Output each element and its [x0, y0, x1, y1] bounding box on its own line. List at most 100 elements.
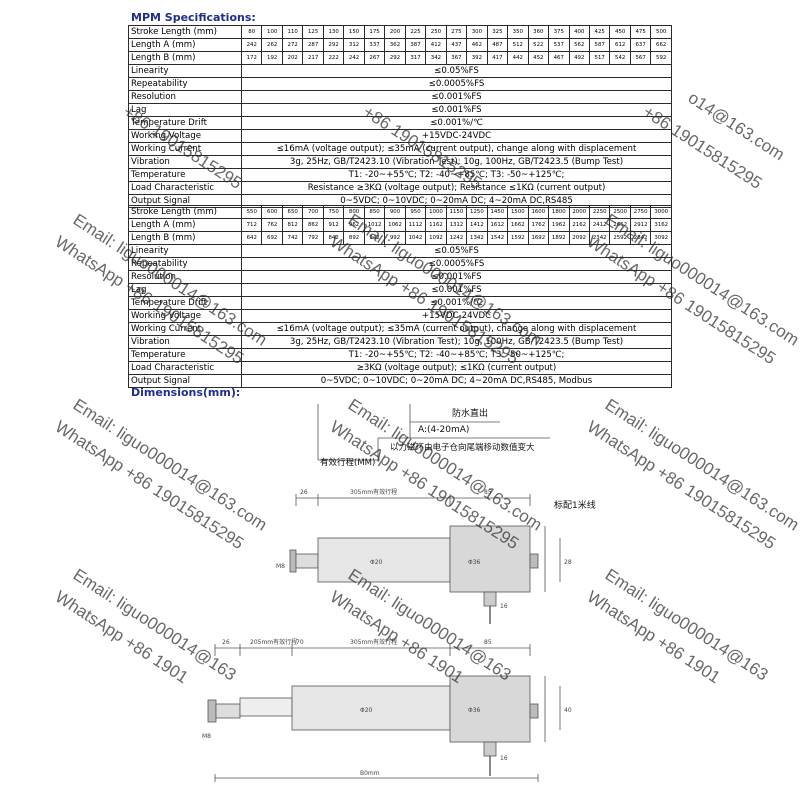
- table-cell: 312: [343, 38, 365, 52]
- table-cell: 1600: [527, 205, 550, 219]
- table-cell: 542: [609, 51, 631, 65]
- row-value: ≤0.001%FS: [241, 283, 672, 297]
- row-label: Length A (mm): [128, 38, 242, 52]
- watermark-whatsapp-row3-left: WhatsApp +86 1901: [51, 587, 192, 688]
- table-cell: 942: [363, 231, 386, 245]
- row-value: ≤0.05%FS: [241, 244, 672, 258]
- table-cell: 692: [261, 231, 283, 245]
- table-cell: 317: [404, 51, 427, 65]
- row-label: Temperature: [128, 168, 242, 182]
- phi-36-bottom: Φ36: [468, 707, 481, 714]
- dim-16-bottom: 16: [500, 755, 508, 762]
- row-label: Working Voltage: [128, 309, 242, 323]
- table-cell: 537: [548, 38, 570, 52]
- row-label: Temperature Drift: [128, 296, 242, 310]
- table-row: Repeatability≤0.0005%FS: [128, 77, 672, 91]
- row-label: Resolution: [128, 90, 242, 104]
- dim-26-bottom: 26: [222, 639, 230, 646]
- row-value: 0~5VDC; 0~10VDC; 0~20mA DC; 4~20mA DC,RS…: [241, 374, 672, 388]
- table-cell: 242: [343, 51, 365, 65]
- table-cell: 900: [384, 205, 406, 219]
- dim-16-top: 16: [500, 603, 508, 610]
- table-row: Linearity≤0.05%FS: [128, 244, 672, 258]
- table-cell: 750: [322, 205, 345, 219]
- stroke-label-long: 305mm有效行程: [350, 638, 397, 646]
- table-cell: 500: [650, 25, 672, 39]
- direction-note: 以力磁环由电子仓向尾端移动数值变大: [390, 442, 535, 453]
- row-value: ≤0.001%FS: [241, 270, 672, 284]
- table-row: Working Current≤16mA (voltage output); ≤…: [128, 142, 672, 156]
- table-cell: 792: [302, 231, 324, 245]
- table-cell: 2592: [609, 231, 631, 245]
- row-value: ≤0.001%/℃: [241, 296, 672, 310]
- table-row: Resolution≤0.001%FS: [128, 90, 672, 104]
- table-cell: 1150: [445, 205, 468, 219]
- table-cell: 412: [425, 38, 447, 52]
- table-cell: 2250: [588, 205, 611, 219]
- table-cell: 2912: [629, 218, 652, 232]
- row-label: Temperature Drift: [128, 116, 242, 130]
- table-cell: 1500: [507, 205, 529, 219]
- table-cell: 2662: [609, 218, 631, 232]
- watermark-email-top-right: o14@163.com: [684, 88, 788, 165]
- table-cell: 1242: [445, 231, 468, 245]
- row-label: Load Characteristic: [128, 361, 242, 375]
- table-cell: 275: [445, 25, 468, 39]
- table-cell: 175: [363, 25, 386, 39]
- table-cell: 642: [240, 231, 263, 245]
- table-cell: 1800: [548, 205, 570, 219]
- table-cell: 1662: [507, 218, 529, 232]
- cable-label: 标配1米线: [554, 499, 596, 511]
- table-cell: 80: [240, 25, 263, 39]
- table-cell: 1042: [404, 231, 427, 245]
- table-cell: 650: [281, 205, 304, 219]
- table-row: Temperature Drift≤0.001%/℃: [128, 116, 672, 130]
- table-cell: 150: [343, 25, 365, 39]
- table-cell: 1012: [363, 218, 386, 232]
- dim-85-bottom: 85: [484, 639, 492, 646]
- table-cell: 242: [240, 38, 263, 52]
- row-label: Repeatability: [128, 77, 242, 91]
- table-cell: 1112: [404, 218, 427, 232]
- table-cell: 1762: [527, 218, 550, 232]
- table-cell: 3092: [650, 231, 672, 245]
- table-cell: 492: [568, 51, 590, 65]
- table-cell: 912: [322, 218, 345, 232]
- table-cell: 292: [322, 38, 345, 52]
- table-cell: 892: [343, 231, 365, 245]
- table-cell: 1162: [425, 218, 447, 232]
- m8-bottom: M8: [202, 733, 211, 740]
- table-cell: 1062: [384, 218, 406, 232]
- table-cell: 250: [425, 25, 447, 39]
- row-value: T1: -20~+55℃; T2: -40~+85℃; T3: -50~+125…: [241, 348, 672, 362]
- table-cell: 517: [588, 51, 611, 65]
- table-cell: 442: [507, 51, 529, 65]
- row-value: ≤16mA (voltage output); ≤35mA (current o…: [241, 142, 672, 156]
- row-value: ≤0.001%FS: [241, 103, 672, 117]
- table-cell: 400: [568, 25, 590, 39]
- table-cell: 192: [261, 51, 283, 65]
- table-cell: 1250: [466, 205, 488, 219]
- table-cell: 762: [261, 218, 283, 232]
- row-label: Linearity: [128, 244, 242, 258]
- table-cell: 812: [281, 218, 304, 232]
- table-cell: 2342: [588, 231, 611, 245]
- row-label: Vibration: [128, 335, 242, 349]
- row-value: ≥3KΩ (voltage output); ≤1KΩ (current out…: [241, 361, 672, 375]
- table-cell: 1892: [548, 231, 570, 245]
- table-cell: 1412: [466, 218, 488, 232]
- row-label: Resolution: [128, 270, 242, 284]
- row-label: Length B (mm): [128, 51, 242, 65]
- row-value: ≤0.0005%FS: [241, 257, 672, 271]
- table-row: Lag≤0.001%FS: [128, 283, 672, 297]
- table-cell: 267: [363, 51, 386, 65]
- table-cell: 172: [240, 51, 263, 65]
- row-value: T1: -20~+55℃; T2: -40~+85℃; T3: -50~+125…: [241, 168, 672, 182]
- table-cell: 850: [363, 205, 386, 219]
- phi-20-bottom: Φ20: [360, 707, 373, 714]
- table-cell: 200: [384, 25, 406, 39]
- table-cell: 300: [466, 25, 488, 39]
